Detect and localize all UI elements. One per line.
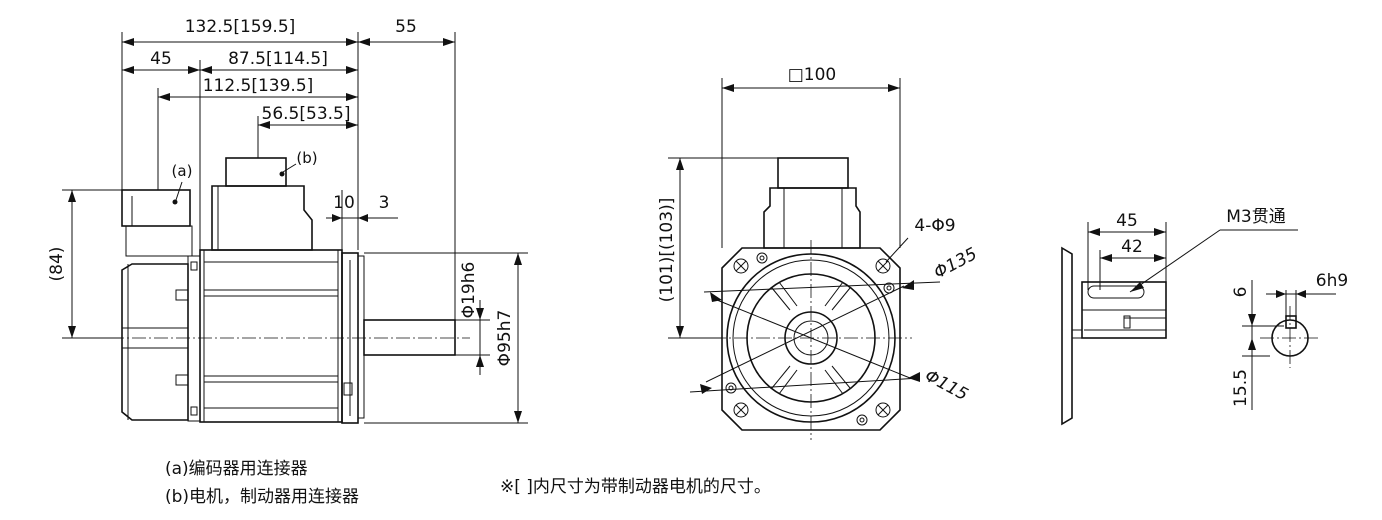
motor-body bbox=[199, 249, 343, 423]
dim-tap: M3贯通 bbox=[1226, 207, 1285, 227]
bracket-note: ※[ ]内尺寸为带制动器电机的尺寸。 bbox=[500, 477, 771, 497]
legend-connector-a: (a)编码器用连接器 bbox=[165, 459, 308, 479]
dim-pcd: Φ135 bbox=[931, 244, 981, 283]
dim-height-101: (101)[(103)] bbox=[657, 198, 677, 303]
dim-flange-thickness: 10 bbox=[333, 193, 355, 213]
label-connector-a: (a) bbox=[172, 162, 193, 180]
dim-spigot-dia: Φ95h7 bbox=[495, 310, 515, 367]
dim-key-height: 15.5 bbox=[1231, 369, 1251, 407]
dim-height-84: (84) bbox=[47, 247, 67, 282]
connector-b bbox=[225, 157, 287, 187]
notes: (a)编码器用连接器 (b)电机，制动器用连接器 ※[ ]内尺寸为带制动器电机的… bbox=[165, 459, 771, 507]
dim-overall-length: 132.5[159.5] bbox=[185, 17, 296, 37]
shaft-detail-view: 45 42 M3贯通 6 15.5 bbox=[1061, 207, 1348, 426]
dim-connector-a-offset: 112.5[139.5] bbox=[203, 76, 314, 96]
dim-key-42: 42 bbox=[1121, 237, 1143, 257]
dim-connector-b-offset: 56.5[53.5] bbox=[262, 104, 351, 124]
motor-shaft bbox=[363, 319, 456, 356]
dim-key-depth: 6 bbox=[1231, 287, 1251, 298]
front-view: □100 (101)[(103)] bbox=[657, 65, 981, 440]
label-connector-b: (b) bbox=[296, 149, 317, 167]
dim-shaft-dia: Φ19h6 bbox=[459, 262, 479, 319]
dim-key-45: 45 bbox=[1116, 211, 1138, 231]
dim-spigot-depth: 3 bbox=[379, 193, 390, 213]
dim-shaft-length: 55 bbox=[395, 17, 417, 37]
dim-body-length: 87.5[114.5] bbox=[228, 49, 328, 69]
dim-flange-square: □100 bbox=[788, 65, 837, 85]
dim-key-width: 6h9 bbox=[1316, 271, 1348, 291]
encoder-housing bbox=[121, 263, 189, 421]
bolt-holes bbox=[733, 258, 891, 418]
front-flange bbox=[721, 247, 901, 431]
dim-encoder-offset: 45 bbox=[150, 49, 172, 69]
dim-holes: 4-Φ9 bbox=[914, 216, 955, 236]
side-view: 132.5[159.5] 55 45 87.5[114.5] 112.5[139… bbox=[47, 17, 528, 424]
legend-connector-b: (b)电机，制动器用连接器 bbox=[165, 487, 359, 507]
dim-outer-dia: Φ115 bbox=[921, 366, 971, 405]
